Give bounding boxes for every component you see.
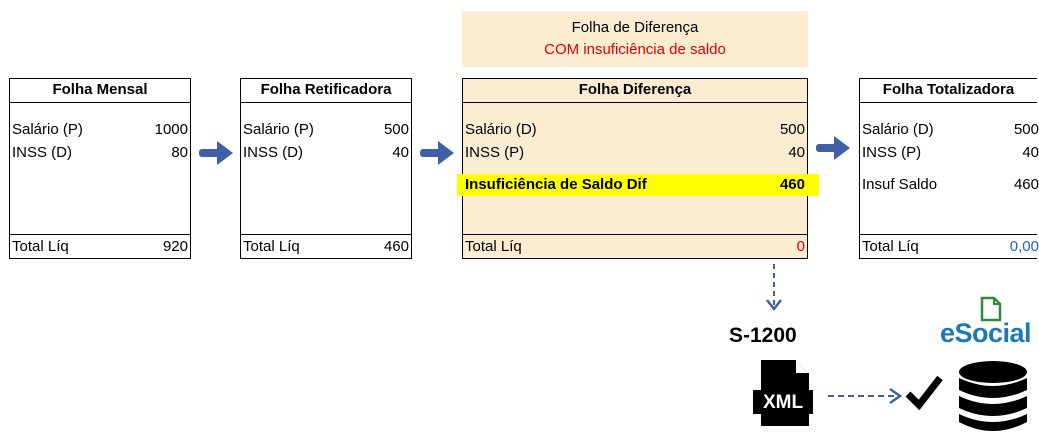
box-folha-retificadora: Folha Retificadora Salário (P) 500 INSS … [240,78,412,259]
row-total: Total Líq 0,00 [860,236,1039,258]
total-value: 0,00 [1009,238,1039,255]
row-salario: Salário (D) 500 [860,119,1039,141]
row-value: 460 [1013,176,1039,193]
total-divider [860,234,1037,235]
row-label: INSS (D) [12,144,72,161]
checkmark-icon [905,375,943,411]
diagram-subtitle: COM insuficiência de saldo [544,41,726,58]
row-label: Insuf Saldo [862,176,938,193]
box-header: Folha Diferença [463,79,807,103]
row-insuficiencia-highlight: Insuficiência de Saldo Dif 460 [457,174,819,196]
row-label: INSS (P) [465,144,525,161]
total-divider [241,234,411,235]
row-value: 80 [171,144,188,161]
total-value: 920 [162,238,188,255]
row-insuf-saldo: Insuf Saldo 460 [860,174,1039,196]
arrow-right-icon [420,141,454,165]
diagram-title: Folha de Diferença [571,19,699,36]
dashed-right-arrow-icon [828,387,903,405]
row-total: Total Líq 0 [463,236,807,258]
row-label: Salário (D) [862,121,934,138]
row-label: Insuficiência de Saldo Dif [465,176,647,193]
row-inss: INSS (P) 40 [860,142,1039,164]
total-value: 460 [383,238,409,255]
row-inss: INSS (P) 40 [463,142,807,164]
total-value: 0 [796,238,805,255]
row-total: Total Líq 920 [10,236,190,258]
total-label: Total Líq [862,238,919,255]
row-value: 40 [788,144,805,161]
event-code-label: S-1200 [729,324,797,347]
row-salario: Salário (P) 1000 [10,119,190,141]
box-folha-diferenca: Folha Diferença Salário (D) 500 INSS (P)… [457,78,819,259]
row-salario: Salário (P) 500 [241,119,411,141]
xml-file-icon: XML [753,360,813,426]
total-divider [10,234,190,235]
box-header: Folha Retificadora [241,79,411,103]
row-value: 460 [779,176,805,193]
box-folha-mensal: Folha Mensal Salário (P) 1000 INSS (D) 8… [9,78,191,259]
row-label: Salário (D) [465,121,537,138]
row-label: Salário (P) [12,121,83,138]
total-label: Total Líq [465,238,522,255]
box-header: Folha Mensal [10,79,190,103]
box-header: Folha Totalizadora [860,79,1037,103]
row-value: 500 [779,121,805,138]
row-label: INSS (P) [862,144,922,161]
total-label: Total Líq [12,238,69,255]
row-value: 1000 [154,121,188,138]
row-label: Salário (P) [243,121,314,138]
esocial-logo-doc-icon [980,296,1002,322]
xml-icon-label: XML [763,392,804,413]
total-divider [463,234,807,235]
box-folha-totalizadora: Folha Totalizadora Salário (D) 500 INSS … [859,78,1039,259]
row-value: 500 [383,121,409,138]
row-label: INSS (D) [243,144,303,161]
arrow-right-icon [199,141,233,165]
dashed-down-arrow-icon [766,264,782,312]
database-icon [959,361,1027,431]
row-total: Total Líq 460 [241,236,411,258]
esocial-logo: eSocial [940,318,1032,348]
row-value: 40 [1022,144,1039,161]
arrow-right-icon [816,136,850,160]
row-inss: INSS (D) 40 [241,142,411,164]
difference-title-box: Folha de Diferença COM insuficiência de … [462,11,808,67]
row-value: 40 [392,144,409,161]
row-inss: INSS (D) 80 [10,142,190,164]
total-label: Total Líq [243,238,300,255]
row-value: 500 [1013,121,1039,138]
row-salario: Salário (D) 500 [463,119,807,141]
